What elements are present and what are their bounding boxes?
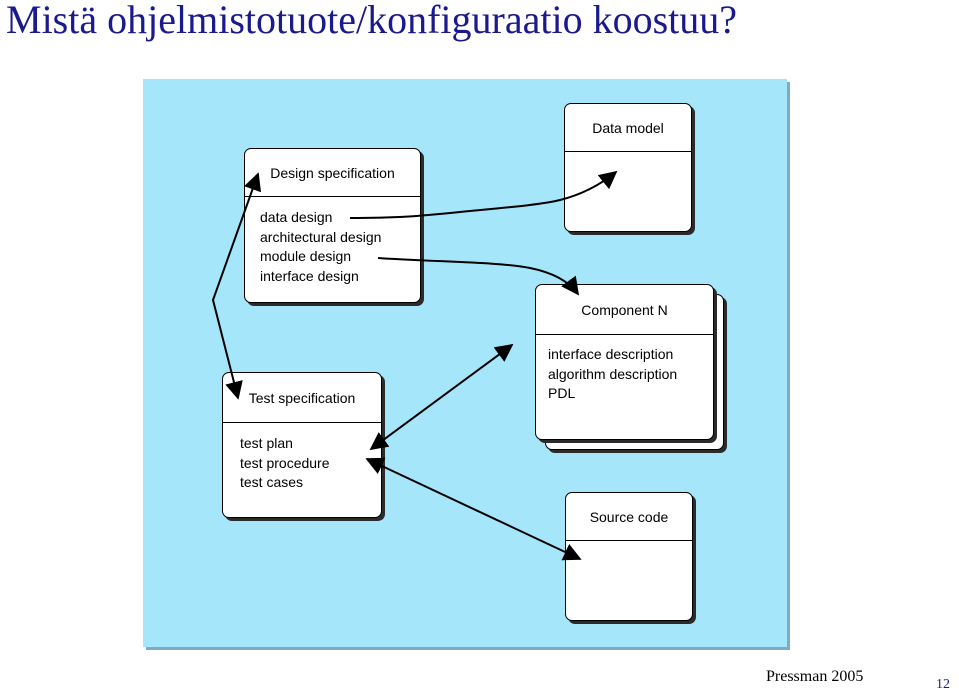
data-model-header: Data model [565,104,691,152]
list-item: architectural design [260,228,382,245]
test-spec-items: test plan test procedure test cases [240,434,330,493]
component-items: interface description algorithm descript… [548,345,677,404]
list-item: PDL [548,385,576,401]
source-code-header: Source code [566,493,692,541]
source-code-box: Source code [565,492,693,621]
test-spec-header: Test specification [223,373,381,423]
test-spec-box: Test specification test plan test proced… [222,372,382,518]
list-item: interface description [548,346,674,362]
component-header: Component N [536,285,713,335]
list-item: module design [260,248,352,264]
list-item: test procedure [240,454,330,471]
list-item: data design [260,209,333,225]
page-number: 12 [936,677,950,692]
list-item: test cases [240,474,304,490]
footer-reference: Pressman 2005 [766,668,864,685]
list-item: test plan [240,435,293,451]
design-spec-items: data design architectural design module … [260,208,381,286]
data-model-box: Data model [564,103,692,232]
list-item: algorithm description [548,365,678,382]
design-spec-box: Design specification data design archite… [244,148,421,303]
component-box: Component N interface description algori… [535,284,714,440]
list-item: interface design [260,267,359,284]
design-spec-header: Design specification [245,149,420,197]
page-title: Mistä ohjelmistotuote/konfiguraatio koos… [6,0,738,42]
